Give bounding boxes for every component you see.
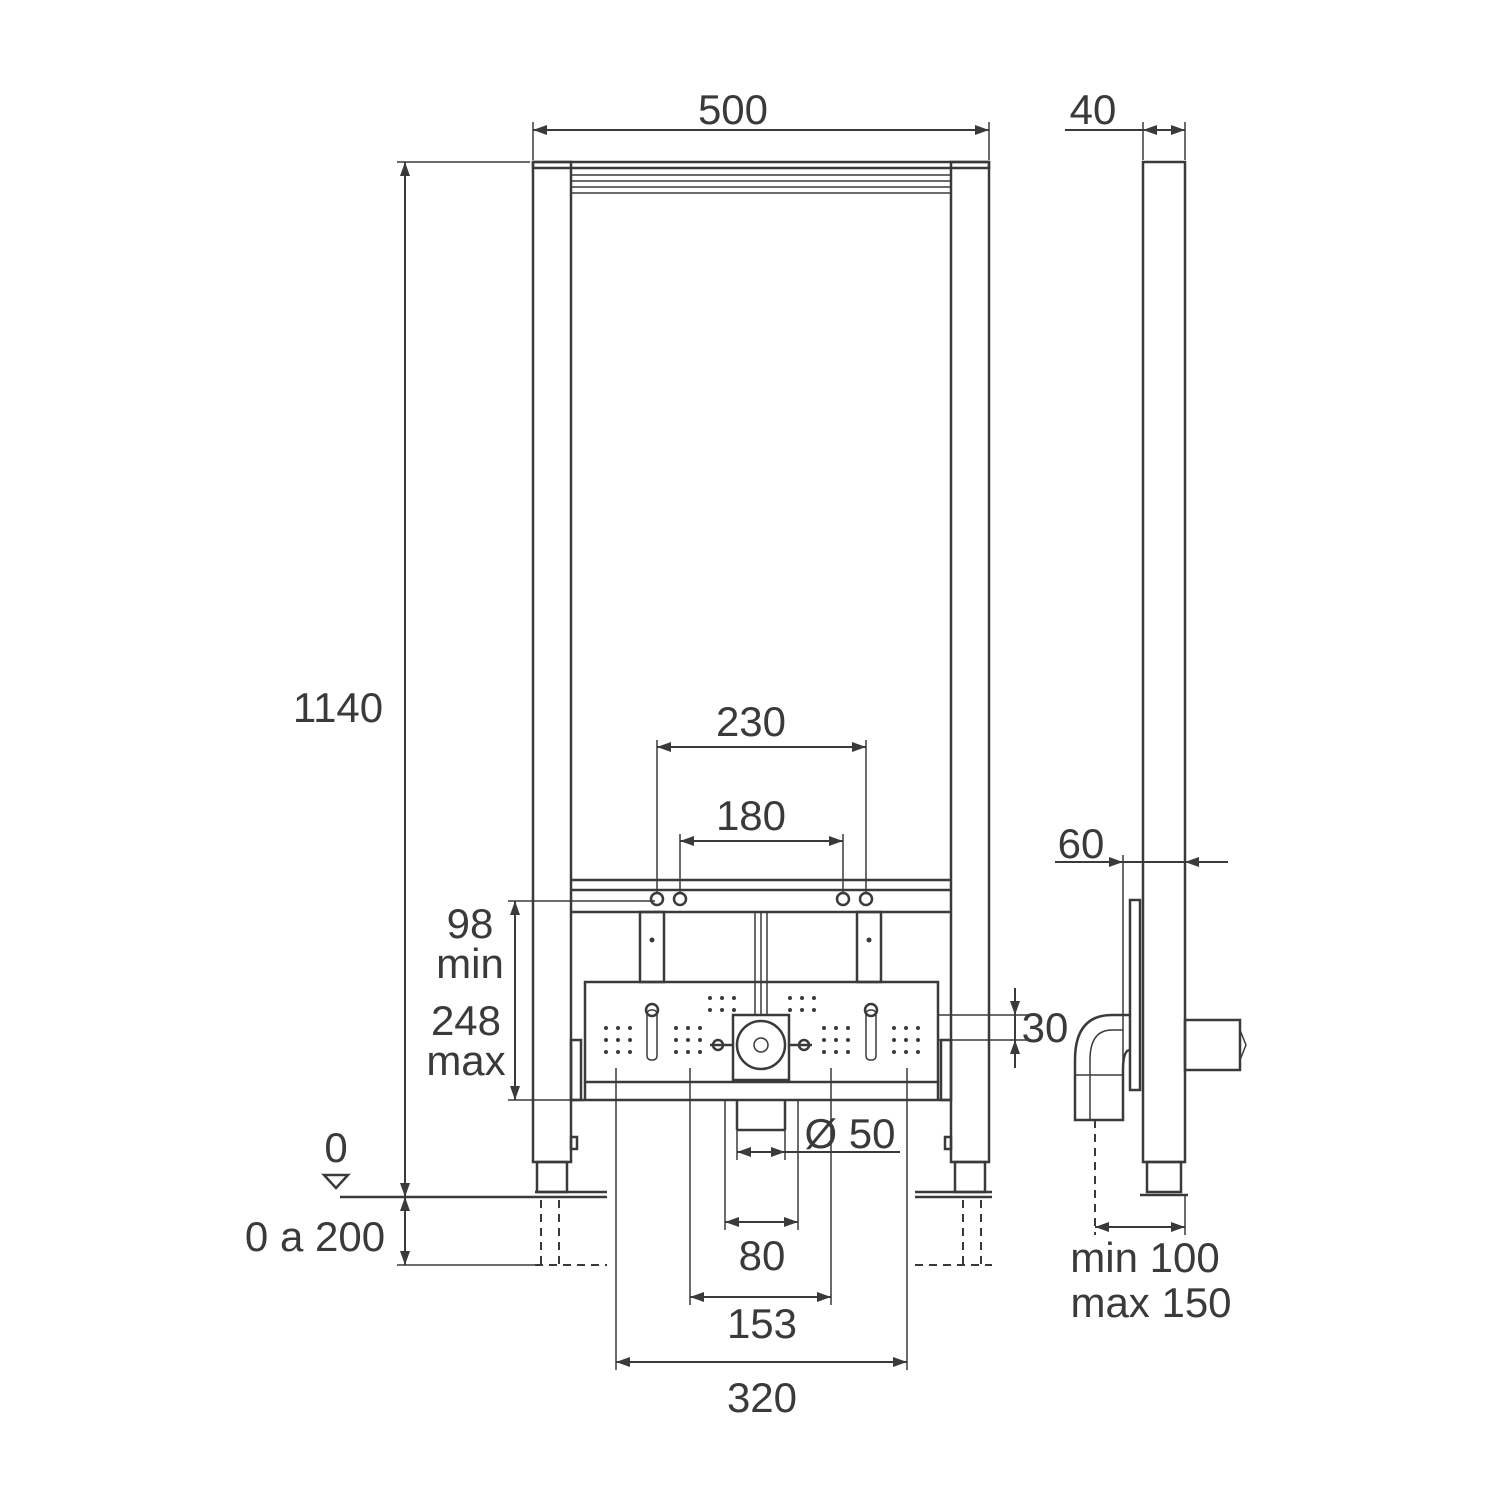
dimension-1140: 1140 (293, 161, 530, 1197)
dim-320-label: 320 (727, 1374, 797, 1421)
dimension-500: 500 (532, 86, 990, 160)
side-max-label: max 150 (1070, 1279, 1231, 1326)
dim-230-label: 230 (716, 698, 786, 745)
dimension-min-100-max-150: min 100 max 150 (1070, 1195, 1232, 1326)
diameter-50-label: Ø 50 (804, 1110, 895, 1157)
floor-line (321, 1173, 535, 1199)
dim-180-label: 180 (716, 792, 786, 839)
range-98-label: 98 (447, 900, 494, 947)
dim-40-label: 40 (1070, 86, 1117, 133)
floor-range-label: 0 a 200 (245, 1213, 385, 1260)
dim-80-label: 80 (739, 1232, 786, 1279)
side-view (1073, 160, 1247, 1235)
range-248-label: 248 (431, 997, 501, 1044)
dimension-0-a-200: 0 0 a 200 (245, 1124, 535, 1266)
dim-153-label: 153 (727, 1300, 797, 1347)
dimension-80: 80 (724, 1100, 799, 1279)
dimension-diameter-50: Ø 50 (736, 1110, 900, 1160)
dim-1140-label: 1140 (293, 684, 383, 731)
dim-500-label: 500 (698, 86, 768, 133)
dim-60-label: 60 (1058, 820, 1105, 867)
range-min-label: min (436, 940, 504, 987)
dimension-320: 320 (615, 1068, 908, 1421)
dimension-153: 153 (689, 1068, 832, 1347)
floor-zero-label: 0 (324, 1124, 347, 1171)
dimension-180: 180 (679, 792, 844, 893)
side-min-label: min 100 (1070, 1234, 1219, 1281)
dimension-60: 60 (1055, 820, 1228, 900)
front-frame (531, 160, 992, 1266)
dimension-98-248: 98 min 248 max (426, 900, 655, 1101)
dimension-230: 230 (656, 698, 867, 893)
dim-30-label: 30 (1022, 1004, 1069, 1051)
range-max-label: max (426, 1037, 505, 1084)
dimension-40: 40 (1065, 86, 1186, 160)
perforation-clusters (604, 996, 920, 1054)
dimension-30: 30 (938, 988, 1068, 1068)
